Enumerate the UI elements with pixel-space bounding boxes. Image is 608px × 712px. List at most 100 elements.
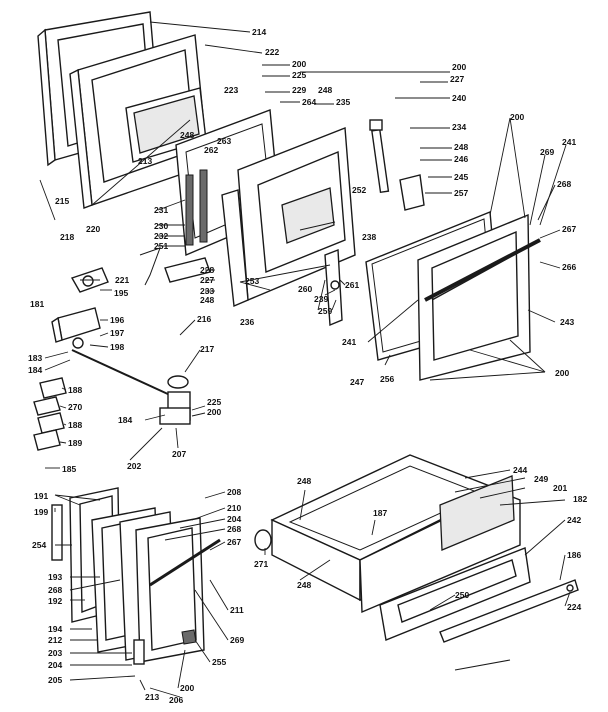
label-223: 223: [224, 85, 238, 95]
label-227: 227: [200, 275, 214, 285]
label-268: 268: [557, 179, 571, 189]
label-241: 241: [562, 137, 576, 147]
cam-assembly-184: [159, 375, 191, 425]
label-200: 200: [510, 112, 524, 122]
label-195: 195: [114, 288, 128, 298]
label-205: 205: [48, 675, 62, 685]
label-248: 248: [297, 580, 311, 590]
label-234: 234: [452, 122, 466, 132]
label-200: 200: [452, 62, 466, 72]
knob-197: [72, 337, 84, 349]
rod-198: [71, 349, 171, 396]
label-182: 182: [573, 494, 587, 504]
label-257: 257: [454, 188, 468, 198]
label-193: 193: [48, 572, 62, 582]
label-186: 186: [567, 550, 581, 560]
label-259: 259: [318, 306, 332, 316]
label-250: 250: [455, 590, 469, 600]
label-196: 196: [110, 315, 124, 325]
label-207: 207: [172, 449, 186, 459]
label-204: 204: [227, 514, 241, 524]
label-252: 252: [352, 185, 366, 195]
label-266: 266: [562, 262, 576, 272]
label-184: 184: [118, 415, 132, 425]
label-220: 220: [86, 224, 100, 234]
drawer-front-panel-242: [379, 547, 531, 641]
label-233: 233: [200, 286, 214, 296]
label-227: 227: [450, 74, 464, 84]
label-222: 222: [265, 47, 279, 57]
label-214: 214: [252, 27, 266, 37]
label-248: 248: [200, 295, 214, 305]
label-242: 242: [567, 515, 581, 525]
label-206: 206: [169, 695, 183, 705]
label-184: 184: [28, 365, 42, 375]
label-268: 268: [227, 524, 241, 534]
label-248: 248: [297, 476, 311, 486]
leader-lines: [39, 21, 571, 698]
label-192: 192: [48, 596, 62, 606]
label-239: 239: [314, 294, 328, 304]
label-235: 235: [336, 97, 350, 107]
door-handle-bar: [424, 238, 541, 302]
label-260: 260: [298, 284, 312, 294]
label-254: 254: [32, 540, 46, 550]
stop-254: [51, 504, 63, 561]
label-189: 189: [68, 438, 82, 448]
clips-188: [33, 377, 67, 451]
label-248: 248: [318, 85, 332, 95]
label-213: 213: [138, 156, 152, 166]
label-243: 243: [560, 317, 574, 327]
latch-assembly: [324, 174, 425, 327]
label-267: 267: [562, 224, 576, 234]
label-263: 263: [217, 136, 231, 146]
label-188: 188: [68, 385, 82, 395]
label-216: 216: [197, 314, 211, 324]
label-229: 229: [292, 85, 306, 95]
label-270: 270: [68, 402, 82, 412]
drawer-handle-186: [439, 579, 579, 643]
label-212: 212: [48, 635, 62, 645]
label-200: 200: [207, 407, 221, 417]
label-198: 198: [110, 342, 124, 352]
label-203: 203: [48, 648, 62, 658]
label-244: 244: [513, 465, 527, 475]
label-245: 245: [454, 172, 468, 182]
label-228: 228: [200, 265, 214, 275]
label-187: 187: [373, 508, 387, 518]
label-247: 247: [350, 377, 364, 387]
label-225: 225: [292, 70, 306, 80]
label-261: 261: [345, 280, 359, 290]
label-232: 232: [154, 231, 168, 241]
label-211: 211: [230, 605, 244, 615]
label-200: 200: [292, 59, 306, 69]
label-238: 238: [362, 232, 376, 242]
label-225: 225: [207, 397, 221, 407]
label-201: 201: [553, 483, 567, 493]
label-218: 218: [60, 232, 74, 242]
label-255: 255: [212, 657, 226, 667]
label-262: 262: [204, 145, 218, 155]
label-183: 183: [28, 353, 42, 363]
part-labels: 214 222 200 225 229 248 264 235 223 200 …: [28, 27, 587, 705]
label-197: 197: [110, 328, 124, 338]
label-264: 264: [302, 97, 316, 107]
label-251: 251: [154, 241, 168, 251]
label-268: 268: [48, 585, 62, 595]
label-185: 185: [62, 464, 76, 474]
label-210: 210: [227, 503, 241, 513]
label-204: 204: [48, 660, 62, 670]
label-199: 199: [34, 507, 48, 517]
hinge-bracket: [70, 247, 211, 293]
label-256: 256: [380, 374, 394, 384]
label-194: 194: [48, 624, 62, 634]
label-249: 249: [534, 474, 548, 484]
label-215: 215: [55, 196, 69, 206]
label-224: 224: [567, 602, 581, 612]
label-200: 200: [555, 368, 569, 378]
label-267: 267: [227, 537, 241, 547]
label-236: 236: [240, 317, 254, 327]
label-241: 241: [342, 337, 356, 347]
label-213: 213: [145, 692, 159, 702]
label-221: 221: [115, 275, 129, 285]
